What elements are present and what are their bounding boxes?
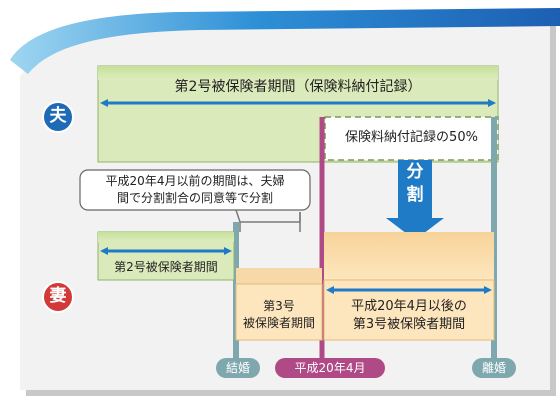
half-record-label: 保険料納付記録の50%	[345, 130, 478, 145]
wife-after-h20-label-2: 第3号被保険者期間	[352, 317, 466, 332]
husband-badge	[42, 101, 74, 133]
note-line-2: 間で分割割合の同意等で分割	[116, 191, 273, 205]
wife-period3-label-1: 第3号	[263, 299, 295, 313]
husband-badge-label: 夫	[49, 106, 67, 126]
wife-received-band	[324, 232, 494, 280]
wife-badge	[42, 281, 74, 313]
husband-period-label: 第2号被保険者期間（保険料納付記録）	[174, 79, 422, 95]
marriage-label: 結婚	[225, 361, 250, 375]
wife-after-h20-label-1: 平成20年4月以後の	[351, 299, 467, 314]
note-line-1: 平成20年4月以前の期間は、夫婦	[105, 174, 285, 188]
split-arrow-label-1: 分	[406, 162, 424, 182]
note-bubble	[79, 169, 311, 211]
wife-period2-top	[98, 232, 234, 242]
decorative-wave	[10, 8, 560, 74]
marriage-pill	[216, 358, 260, 378]
divorce-label: 離婚	[481, 361, 506, 375]
husband-band-top	[98, 66, 498, 80]
split-arrow-label-2: 割	[406, 185, 424, 205]
wife-period2-label: 第2号被保険者期間	[114, 260, 218, 274]
wife-pre-h20-strip	[236, 268, 322, 284]
divorce-pill	[472, 358, 516, 378]
wife-badge-label: 妻	[49, 286, 67, 306]
wife-period3-band	[235, 283, 323, 341]
h20-pill	[275, 358, 385, 378]
h20-april-label: 平成20年4月	[294, 361, 366, 375]
split-arrow	[386, 160, 444, 240]
wife-period3-label-2: 被保険者期間	[242, 316, 315, 330]
